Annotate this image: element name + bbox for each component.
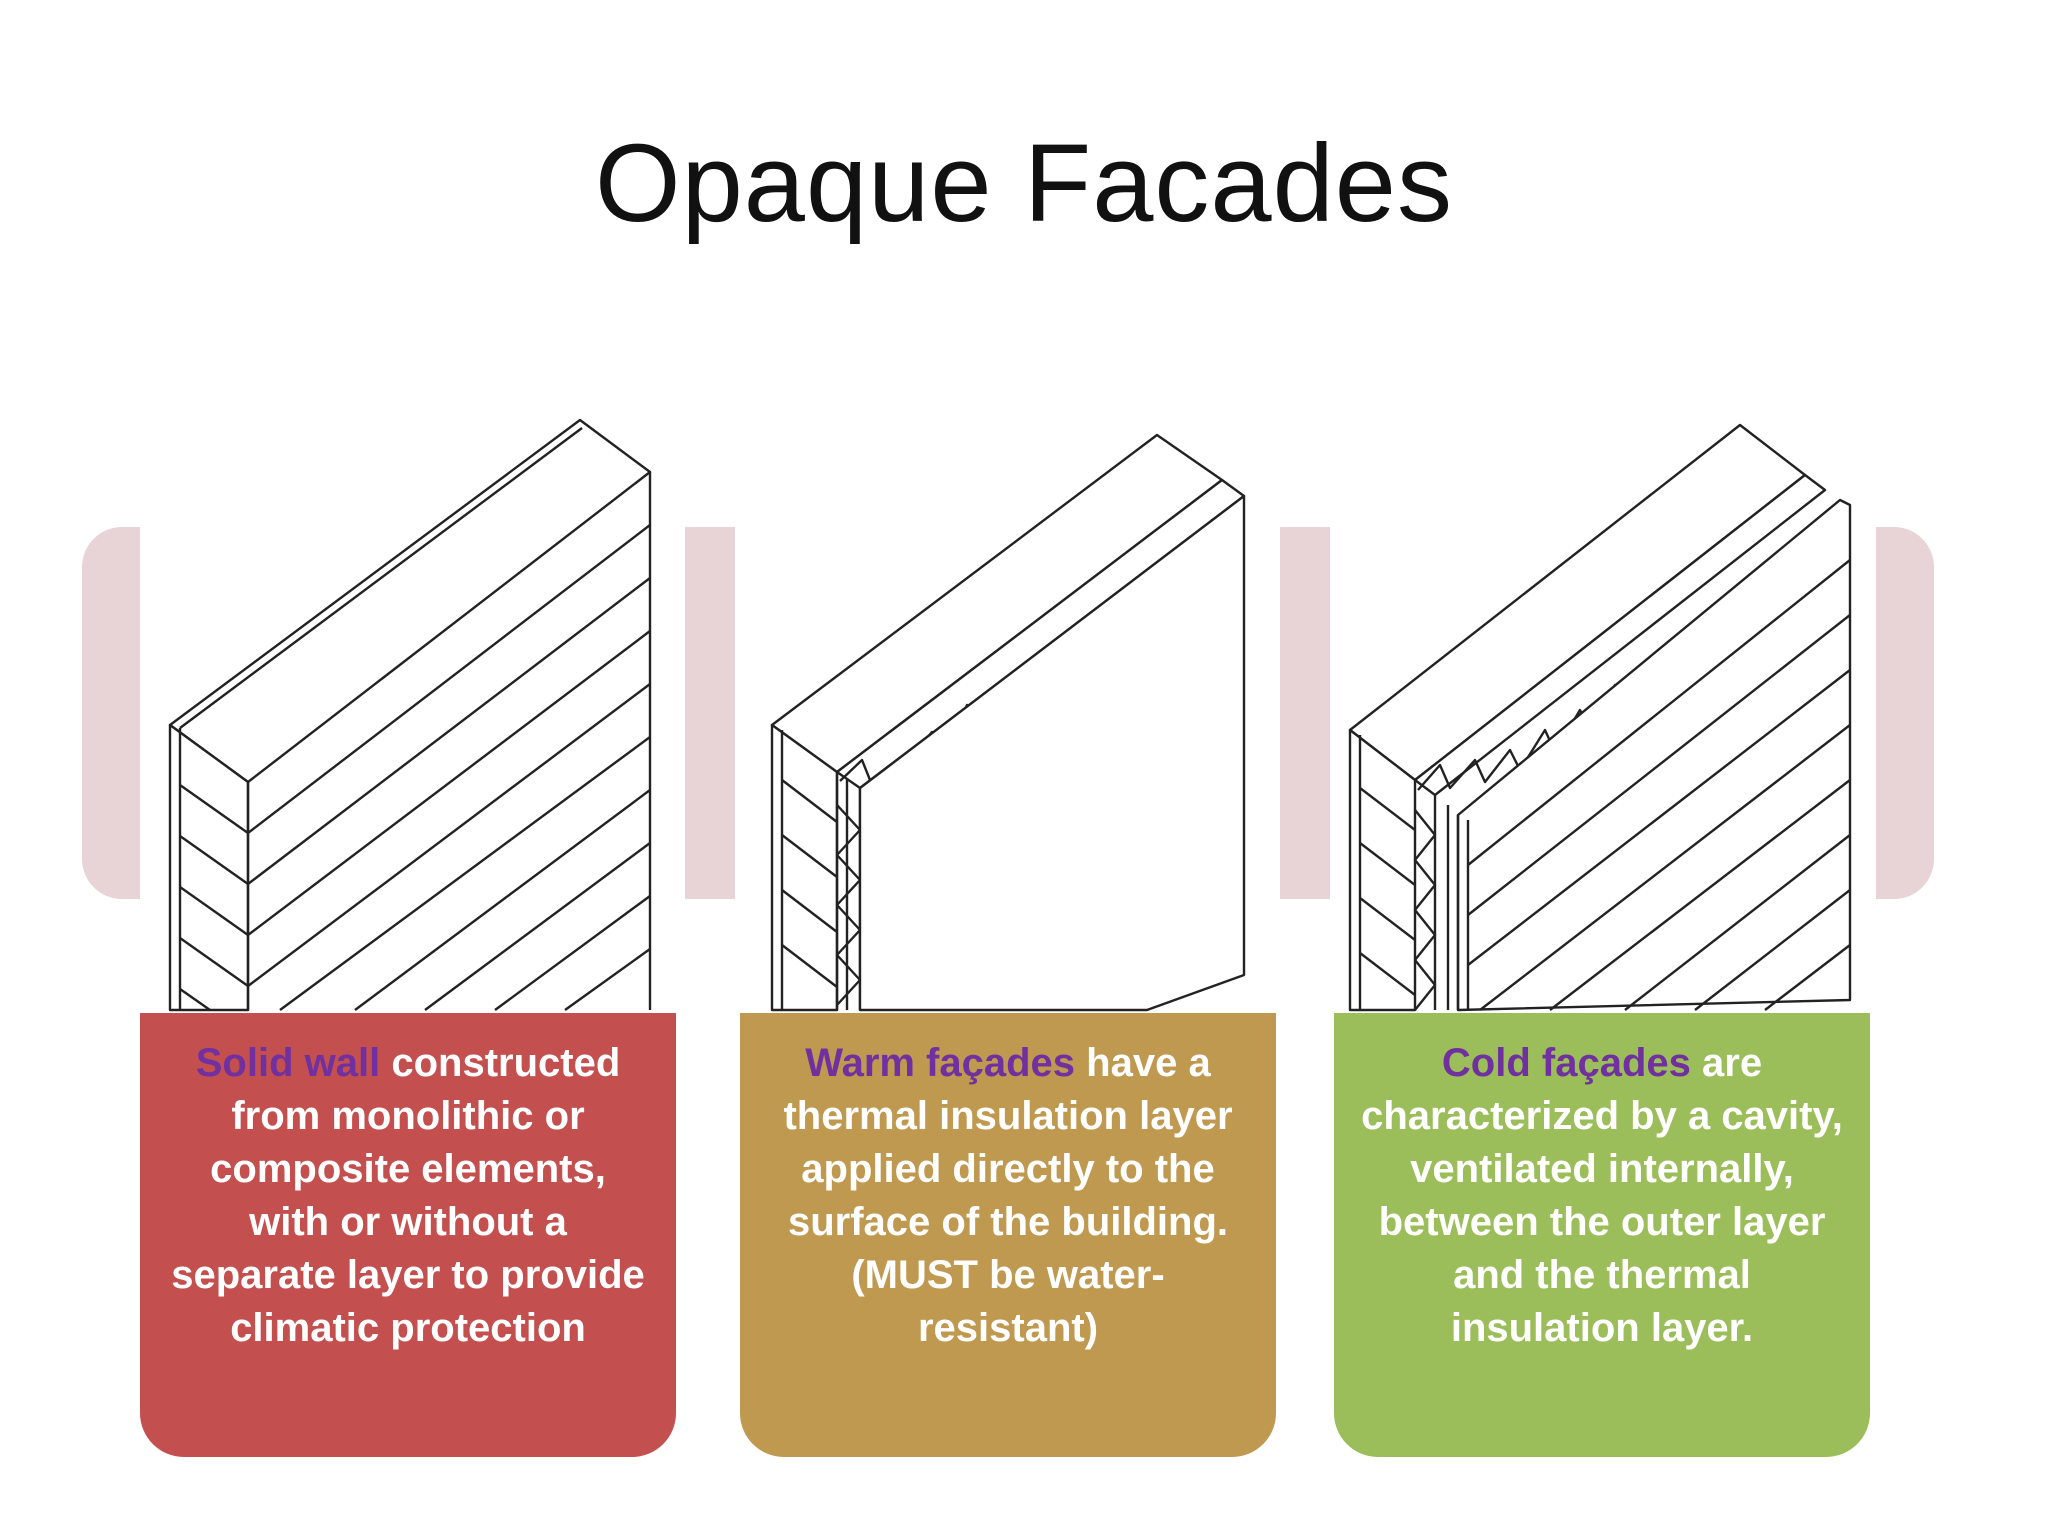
solid-wall-diagram-icon: [168, 418, 652, 1012]
warm-facade-diagram-icon: [770, 433, 1246, 1012]
warm-facade-term: Warm façades: [805, 1041, 1076, 1085]
solid-wall-card: Solid wall constructed from monolithic o…: [140, 1013, 676, 1457]
cold-facade-diagram-icon: [1348, 423, 1852, 1012]
background-band-right: [1876, 527, 1934, 899]
slide-title: Opaque Facades: [595, 122, 1453, 245]
warm-facade-description: have a thermal insulation layer applied …: [783, 1041, 1233, 1350]
cold-facade-description: are characterized by a cavity, ventilate…: [1361, 1041, 1843, 1350]
cold-facade-term: Cold façades: [1441, 1041, 1691, 1085]
background-band-mid-1: [685, 527, 735, 899]
cold-facade-card: Cold façades are characterized by a cavi…: [1334, 1013, 1870, 1457]
solid-wall-term: Solid wall: [195, 1041, 381, 1085]
background-band-mid-2: [1280, 527, 1330, 899]
warm-facade-card: Warm façades have a thermal insulation l…: [740, 1013, 1276, 1457]
solid-wall-description: constructed from monolithic or composite…: [171, 1041, 645, 1350]
background-band-left: [82, 527, 140, 899]
